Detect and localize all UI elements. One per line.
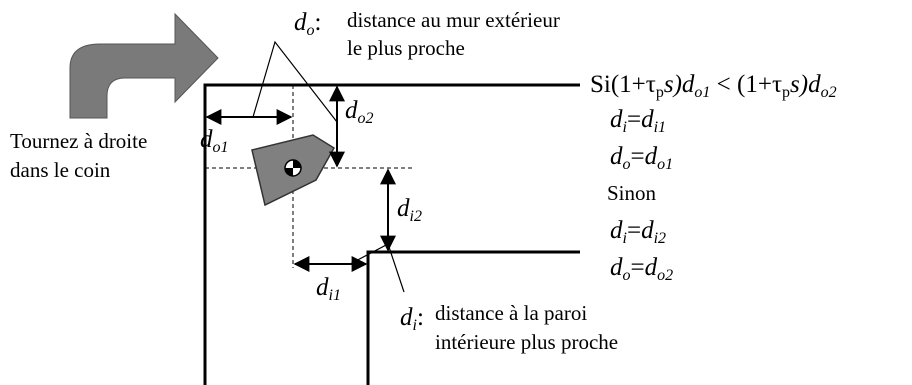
robot-center-icon [284, 159, 302, 177]
rule-else: Sinon [607, 181, 657, 205]
do1-label: do1 [200, 126, 229, 156]
turn-caption-line1: Tournez à droite [10, 129, 147, 153]
rule-else-di: di=di2 [610, 217, 666, 247]
rule-then-do: do=do1 [610, 143, 673, 173]
do2-label: do2 [345, 97, 374, 127]
do-description-symbol: do: [294, 9, 321, 39]
turn-caption-line2: dans le coin [10, 158, 111, 182]
rule-then-di: di=di1 [610, 106, 666, 136]
rule-condition: Si(1+τps)do1 < (1+τps)do2 [590, 71, 837, 101]
di-description-symbol: di: [400, 304, 424, 334]
do-description-line2: le plus proche [347, 36, 465, 60]
di-callout-wedge [349, 243, 405, 293]
do-description-line1: distance au mur extérieur [347, 8, 560, 32]
di-description-line1: distance à la paroi [435, 301, 587, 325]
inner-wall [366, 250, 580, 385]
outer-wall [203, 83, 580, 385]
rule-else-do: do=do2 [610, 254, 673, 284]
di2-label: di2 [397, 195, 422, 225]
di-description-line2: intérieure plus proche [435, 330, 618, 354]
di1-label: di1 [316, 274, 341, 304]
turn-right-arrow-icon [69, 12, 219, 119]
do-callout-wedge [252, 40, 338, 123]
